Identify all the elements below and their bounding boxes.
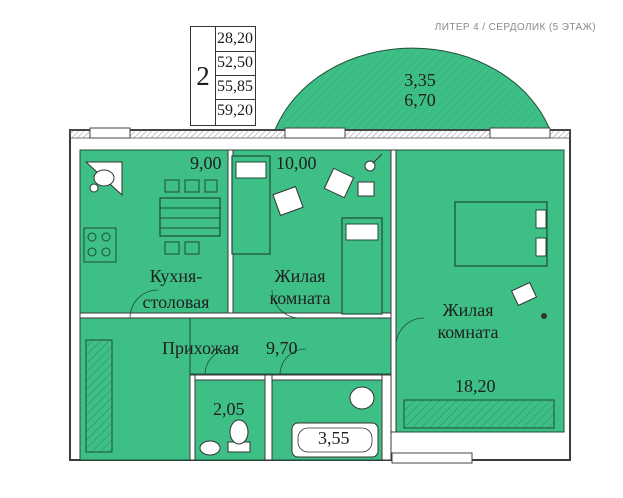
door-bedroom-small xyxy=(271,289,301,319)
window-bedroom-small xyxy=(284,127,346,139)
window-bottom xyxy=(391,452,473,464)
armchair-icon xyxy=(272,167,355,217)
door-wc xyxy=(204,348,232,376)
hallway-name: Прихожая xyxy=(162,338,240,358)
dining-table-icon xyxy=(159,179,221,255)
wall-bedrooms xyxy=(390,149,397,433)
window-bedroom-large xyxy=(489,127,551,139)
bathtub-icon xyxy=(291,422,379,458)
door-kitchen xyxy=(129,289,159,319)
kitchen-name-line1: Кухня- xyxy=(149,266,203,286)
wall-bath-right xyxy=(381,374,392,461)
bathroom-area: 3,55 xyxy=(318,428,350,448)
bedroom-small-name-line2: комната xyxy=(269,288,331,308)
bedroom-large-name-line1: Жилая xyxy=(442,300,494,320)
area-value-total-with-balcony: 55,85 xyxy=(215,75,255,100)
rooms-count: 2 xyxy=(191,27,216,125)
wall-wc-left xyxy=(189,374,196,461)
sink-icon xyxy=(84,161,123,197)
bedroom-large-floor xyxy=(395,149,565,433)
toilet-icon xyxy=(199,419,251,456)
kitchen-name-line2: столовая xyxy=(142,292,210,312)
hallway-area: 9,70 xyxy=(266,338,298,358)
guitar-icon xyxy=(364,153,383,172)
hallway-closet xyxy=(85,339,113,453)
bed-icon xyxy=(231,155,383,315)
page-header-title: ЛИТЕР 4 / СЕРДОЛИК (5 ЭТАЖ) xyxy=(434,22,596,33)
wall-bath-top xyxy=(189,374,391,381)
bedroom-large-name-line2: комната xyxy=(437,322,499,342)
area-value-gross: 59,20 xyxy=(217,102,253,119)
desk-icon xyxy=(357,181,375,197)
balcony-area-line1: 3,35 xyxy=(404,70,436,90)
balcony-hatch xyxy=(275,48,550,130)
balcony-area-line2: 6,70 xyxy=(404,90,436,110)
wall-hall-top xyxy=(79,312,392,319)
bedroom-large-area: 18,20 xyxy=(455,376,496,396)
area-value-total: 52,50 xyxy=(215,51,255,76)
door-bedroom-large xyxy=(395,317,425,347)
wc-area: 2,05 xyxy=(213,399,245,419)
stove-icon xyxy=(83,227,117,263)
washbasin-icon xyxy=(349,386,375,410)
wardrobe-icon xyxy=(403,399,555,429)
bedroom-small-name-line1: Жилая xyxy=(274,266,326,286)
double-bed-icon xyxy=(454,201,548,267)
area-value-living: 28,20 xyxy=(215,27,255,52)
window-kitchen xyxy=(89,127,131,139)
door-bathroom xyxy=(279,348,307,376)
plant-icon xyxy=(510,281,547,319)
bedroom-small-area: 10,00 xyxy=(276,153,317,173)
wall-wc-bath xyxy=(264,374,273,461)
kitchen-area: 9,00 xyxy=(190,153,222,173)
area-summary-table: 2 28,20 52,50 55,85 59,20 xyxy=(190,26,256,126)
